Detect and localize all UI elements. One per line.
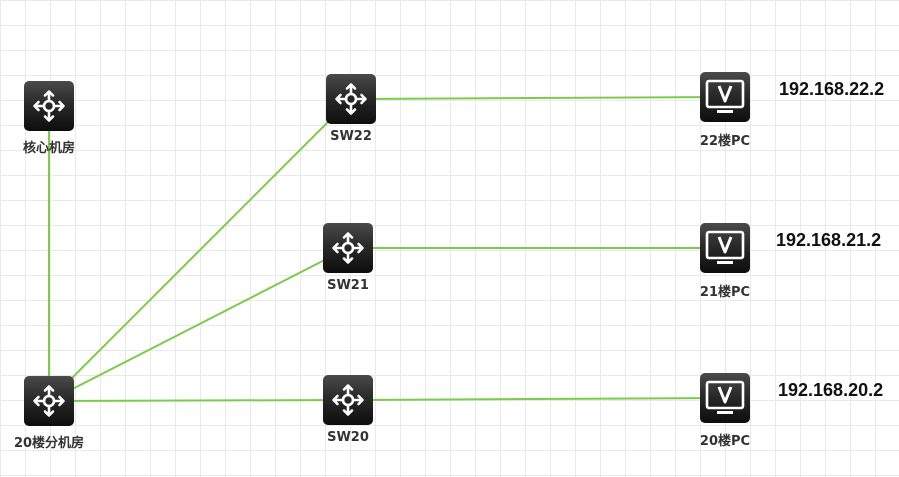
node-label-dist20: 20楼分机房 <box>13 436 85 451</box>
switch-icon <box>24 376 74 426</box>
link-sw22-pc22[interactable] <box>350 96 726 100</box>
monitor-icon <box>700 373 750 423</box>
node-sw20-switch[interactable] <box>323 375 373 425</box>
link-dist20-sw20[interactable] <box>48 399 349 402</box>
ip-label-pc21: 192.168.21.2 <box>776 230 882 250</box>
ip-label-pc22: 192.168.22.2 <box>779 79 885 99</box>
link-dist20-sw22[interactable] <box>48 98 352 402</box>
node-label-core: 核心机房 <box>22 141 76 156</box>
switch-icon <box>24 81 74 131</box>
link-dist20-sw21[interactable] <box>48 247 349 402</box>
switch-icon <box>323 375 373 425</box>
node-sw21-switch[interactable] <box>323 223 373 273</box>
node-pc22[interactable] <box>700 72 750 122</box>
node-label-sw22: SW22 <box>330 129 372 144</box>
node-label-pc22: 22楼PC <box>699 134 751 149</box>
node-label-pc21: 21楼PC <box>699 285 751 300</box>
node-core-switch[interactable] <box>24 81 74 131</box>
monitor-icon <box>700 223 750 273</box>
node-dist20-switch[interactable] <box>24 376 74 426</box>
switch-icon <box>326 74 376 124</box>
node-label-pc20: 20楼PC <box>699 434 751 449</box>
node-sw22-switch[interactable] <box>326 74 376 124</box>
node-pc20[interactable] <box>700 373 750 423</box>
node-label-sw21: SW21 <box>327 278 369 293</box>
node-label-sw20: SW20 <box>327 430 369 445</box>
switch-icon <box>323 223 373 273</box>
node-pc21[interactable] <box>700 223 750 273</box>
link-sw20-pc20[interactable] <box>347 397 726 401</box>
monitor-icon <box>700 72 750 122</box>
ip-label-pc20: 192.168.20.2 <box>778 380 884 400</box>
